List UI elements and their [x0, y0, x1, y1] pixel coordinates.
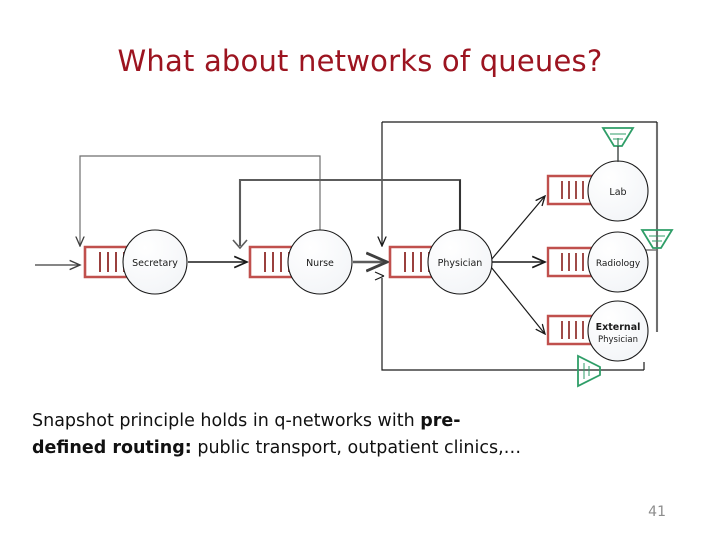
node-label-external-line1: External — [596, 322, 641, 333]
node-nurse: Nurse — [287, 229, 353, 295]
body-text: Snapshot principle holds in q-networks w… — [32, 408, 672, 462]
valve-bottom-exit-icon — [577, 354, 601, 388]
flow-nurse-feedback-secretary — [80, 155, 321, 246]
node-radiology: Radiology — [587, 231, 649, 293]
node-external-physician: External Physician — [587, 300, 649, 362]
queue-external-physician — [546, 314, 596, 346]
valve-right-mid-icon — [640, 229, 674, 249]
body-line1-plain: Snapshot principle holds in q-networks w… — [32, 411, 421, 431]
page-title: What about networks of queues? — [117, 44, 603, 78]
body-line2-bold: defined routing: — [32, 438, 192, 458]
page-number: 41 — [648, 504, 666, 520]
flow-outer-loop — [374, 121, 659, 371]
queue-lab — [546, 174, 596, 206]
queue-radiology — [546, 246, 596, 278]
valve-lab-top-icon — [601, 127, 635, 162]
flow-physician-to-external — [490, 266, 545, 334]
node-lab: Lab — [587, 160, 649, 222]
node-label-secretary: Secretary — [132, 258, 178, 269]
node-label-radiology: Radiology — [596, 259, 641, 269]
queueing-network-diagram: Secretary Nurse Physician Lab Radiology … — [0, 100, 720, 400]
queue-physician — [388, 245, 442, 279]
node-label-external-line2: Physician — [598, 335, 638, 345]
node-secretary: Secretary — [122, 229, 188, 295]
body-line1-bold: pre- — [420, 411, 461, 431]
flow-physician-to-lab — [490, 196, 545, 261]
node-label-physician: Physician — [438, 258, 483, 269]
body-line2-plain: public transport, outpatient clinics,… — [191, 438, 522, 458]
node-label-nurse: Nurse — [306, 258, 334, 269]
node-label-lab: Lab — [609, 187, 626, 198]
flow-physician-feedback-nurse — [232, 178, 460, 250]
node-physician: Physician — [427, 229, 493, 295]
